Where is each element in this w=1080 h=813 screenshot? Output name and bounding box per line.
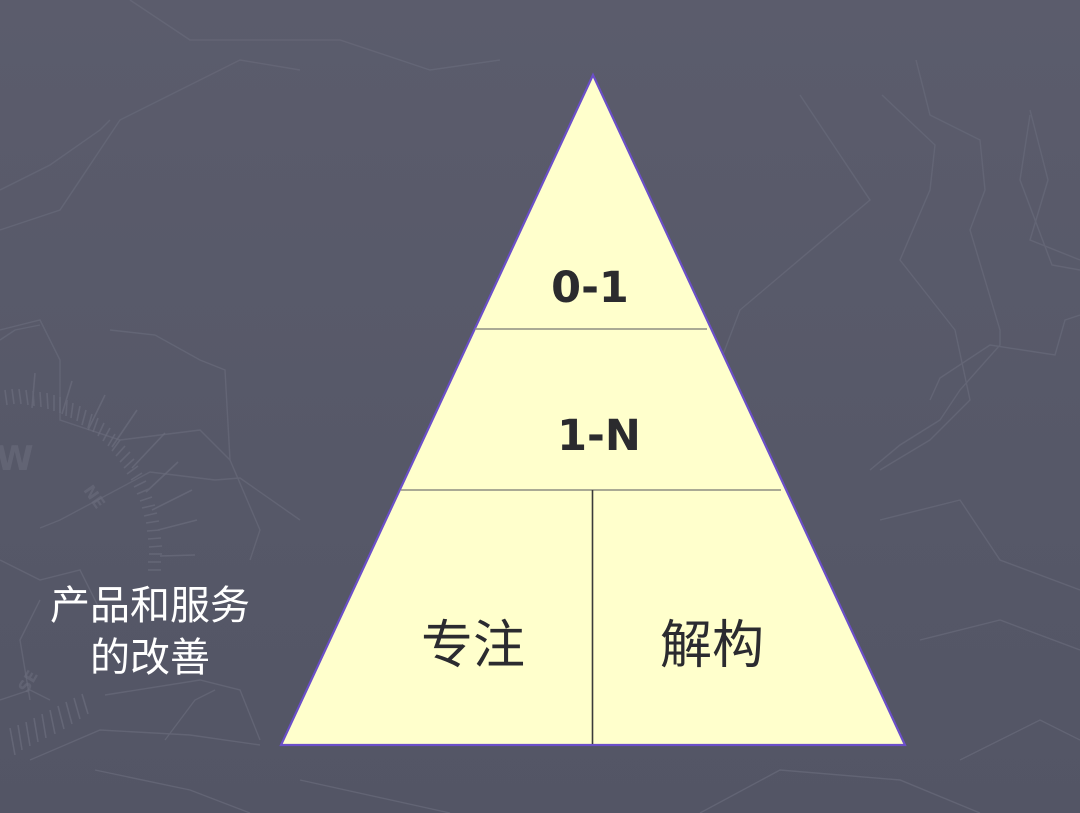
side-annotation: 产品和服务 的改善 (20, 580, 280, 684)
side-annotation-line1: 产品和服务 (50, 583, 250, 629)
compass-letter-w: W (0, 439, 34, 479)
pyramid-shape (279, 72, 907, 747)
tier-label-top: 0-1 (551, 263, 629, 313)
base-label-focus: 专注 (420, 616, 526, 676)
tier-label-middle: 1-N (557, 411, 641, 461)
side-annotation-line2: 的改善 (90, 635, 210, 681)
base-label-deconstruct: 解构 (659, 616, 765, 676)
